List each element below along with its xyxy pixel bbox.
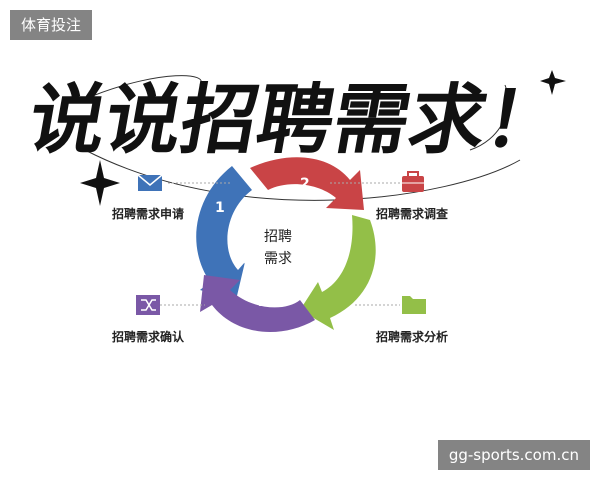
center-circle [240,205,320,285]
step-3-number: 3 [333,257,343,273]
shuffle-icon [136,295,160,315]
category-tag[interactable]: 体育投注 [10,10,93,40]
segment-1 [196,166,252,300]
page-title: 说说招聘需求！ [22,75,570,164]
envelope-icon [137,174,163,191]
segment-4 [200,275,315,332]
cycle-segments [196,157,376,332]
folder-icon [402,296,426,314]
step-2-label: 招聘需求调查 [376,207,449,221]
step-1-label: 招聘需求申请 [112,207,185,221]
center-text-line1: 招聘 [264,229,292,245]
step-3-label: 招聘需求分析 [376,330,449,344]
segment-3 [300,215,376,330]
sparkle-icon [80,160,120,206]
segment-2 [250,157,364,210]
decorative-curve [94,75,202,96]
step-1-number: 1 [215,200,225,216]
sparkle-icon [540,70,566,95]
decorative-curve [469,84,509,151]
center-text-line2: 需求 [264,251,292,267]
watermark-link[interactable]: gg-sports.com.cn [437,440,590,470]
step-4-label: 招聘需求确认 [112,330,185,344]
step-4-number: 4 [254,294,264,310]
briefcase-icon [402,171,424,192]
step-2-number: 2 [300,176,310,192]
